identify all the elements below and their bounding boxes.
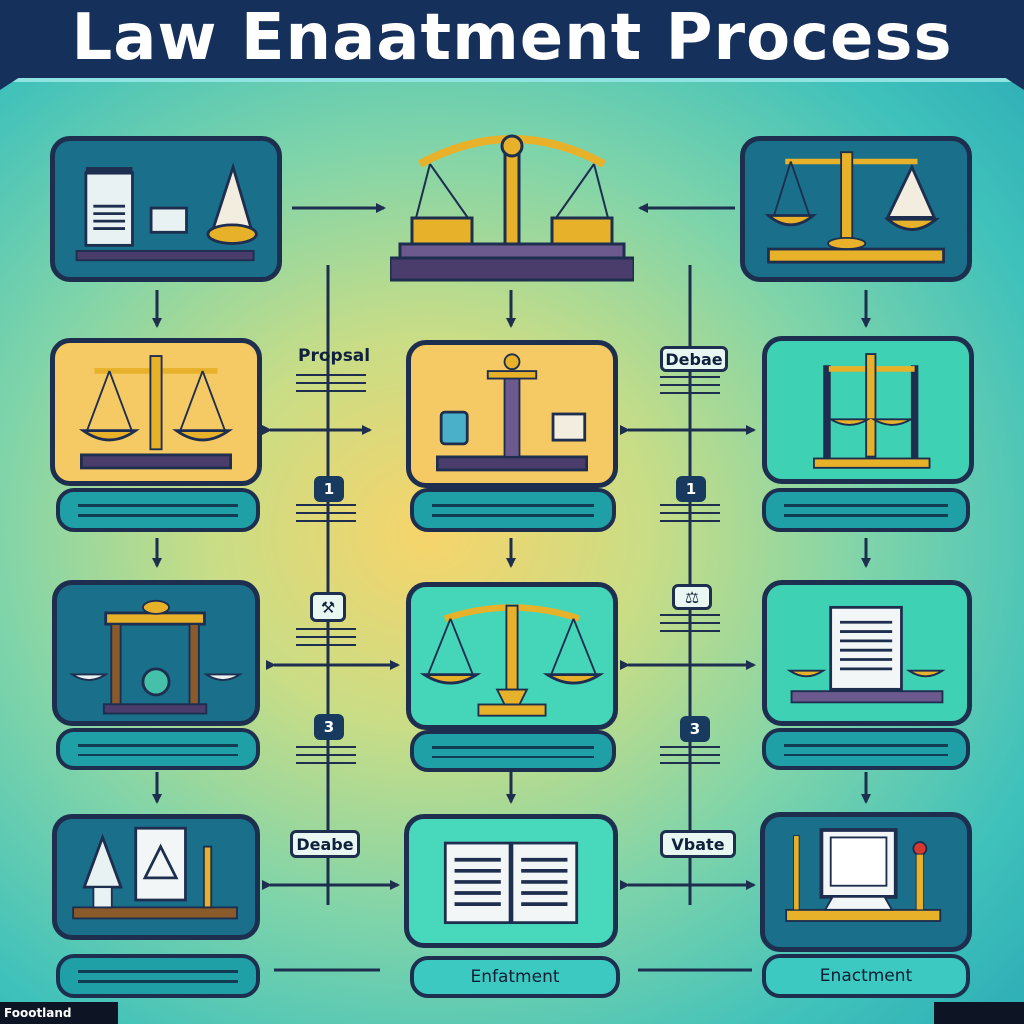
caption-row2-center [410,488,616,532]
label-vote: Vbate [660,830,736,858]
footer-label: Foootland [0,1002,118,1024]
pillar-icon [436,353,588,472]
card-open-book [404,814,618,948]
card-gold-scales [406,582,618,730]
proposal-text-lines [296,374,366,396]
card-temple [52,580,260,726]
temple-icon [69,599,243,715]
card-monitor [760,812,972,952]
bell-frame-icon [72,826,238,920]
scales-icon [78,355,234,470]
caption-row3-right [762,728,970,770]
title-banner [0,0,1024,82]
open-book-icon [443,841,579,925]
gold-scales-icon [419,604,605,717]
step-left-2-lines [296,628,356,650]
card-legislature [50,136,282,282]
step-right-3-lines [660,746,720,768]
page-title: Law Enaatment Process [71,1,953,75]
label-proposal: Propsal [298,346,371,366]
scales-icon-frame [812,353,931,469]
card-bell-frame [52,814,260,940]
caption-enactment-text: Enactment [819,966,913,986]
caption-row2-right [762,488,970,532]
step-badge-left-3: 3 [314,714,344,740]
banner-ribbon-right [978,60,1024,90]
gavel-badge: ⚒ [310,592,346,622]
caption-row2-left [56,488,260,532]
caption-enactment: Enactment [762,954,970,998]
document-scales-icon [786,605,946,704]
label-debate-top: Debae [660,346,728,372]
step-badge-right-1: 1 [676,476,706,502]
card-document-scales [762,580,972,726]
scales-of-justice-icon [390,134,634,282]
caption-row4-left [56,954,260,998]
card-proposal-pillar [406,340,618,488]
card-courthouse [390,124,634,288]
label-debate-bottom: Deabe [290,830,360,858]
monitor-icon [785,828,942,922]
card-debate-scales [762,336,974,484]
caption-enfatment-text: Enfatment [470,967,560,987]
card-proposal-scales [50,338,262,486]
debate-text-lines [660,376,720,398]
caption-enfatment: Enfatment [410,956,620,998]
card-balance-document [740,136,972,282]
step-left-1-lines [296,504,356,526]
scale-badge: ⚖ [672,584,712,610]
caption-row3-left [56,728,260,770]
step-left-3-lines [296,746,356,768]
balance-scale-icon [764,151,945,264]
building-icon [75,162,258,262]
step-right-2-lines [660,614,720,636]
footer-bar-right [934,1002,1024,1024]
banner-ribbon-left [0,60,46,90]
step-right-1-lines [660,504,720,526]
step-badge-right-3: 3 [680,716,710,742]
step-badge-left-1: 1 [314,476,344,502]
caption-row3-center [410,730,616,772]
